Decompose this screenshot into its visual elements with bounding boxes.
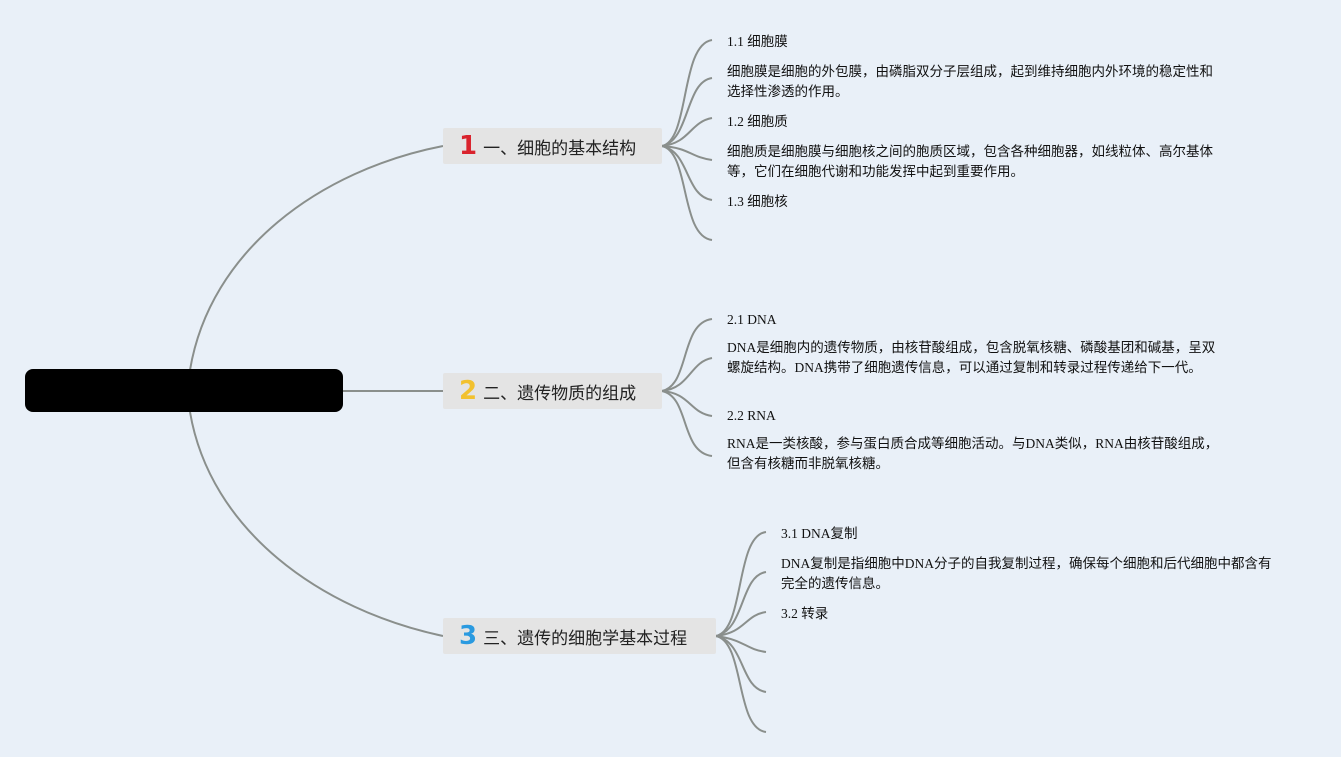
connector-b1-leaf-5 [661, 145, 713, 201]
branch-label-1: 一、细胞的基本结构 [483, 138, 637, 159]
leaf-title-1-1[interactable]: 1.1 细胞膜 [727, 34, 788, 49]
leaf-title-1-2[interactable]: 1.2 细胞质 [727, 114, 788, 129]
branch-node-3[interactable]: 3 三、遗传的细胞学基本过程 [443, 618, 716, 654]
connector-b2-leaf-3 [661, 390, 713, 417]
branch-label-3: 三、遗传的细胞学基本过程 [483, 628, 688, 649]
root-node[interactable] [25, 369, 343, 412]
connector-b3-leaf-1 [715, 531, 767, 637]
connector-root-branch-3 [189, 411, 444, 637]
connector-b1-leaf-2 [661, 77, 713, 147]
connector-b3-leaf-3 [715, 611, 767, 637]
branch-number-1: 1 [459, 131, 478, 161]
leaf-title-3-1[interactable]: 3.1 DNA复制 [781, 526, 858, 541]
leaf-desc-2-1: DNA是细胞内的遗传物质，由核苷酸组成，包含脱氧核糖、磷酸基团和碱基，呈双螺旋结… [727, 340, 1216, 375]
leaf-desc-2-2: RNA是一类核酸，参与蛋白质合成等细胞活动。与DNA类似，RNA由核苷酸组成，但… [727, 436, 1219, 471]
branch-label-2: 二、遗传物质的组成 [483, 383, 637, 404]
leaf-desc-3-1: DNA复制是指细胞中DNA分子的自我复制过程，确保每个细胞和后代细胞中都含有完全… [781, 556, 1272, 591]
branch-number-3: 3 [459, 621, 478, 651]
connector-b1-leaf-6 [661, 145, 713, 241]
connector-b2-leaf-2 [661, 357, 713, 392]
leaf-title-1-3[interactable]: 1.3 细胞核 [727, 194, 788, 209]
connector-b2-leaf-1 [661, 318, 713, 392]
connector-b1-leaf-1 [661, 39, 713, 147]
leaf-desc-1-1: 细胞膜是细胞的外包膜，由磷脂双分子层组成，起到维持细胞内外环境的稳定性和选择性渗… [727, 64, 1213, 99]
connector-root-branch-1 [189, 145, 444, 371]
branch-number-2: 2 [459, 376, 478, 406]
leaf-title-2-1[interactable]: 2.1 DNA [727, 312, 777, 327]
connector-b1-leaf-4 [661, 145, 713, 161]
connector-b3-leaf-2 [715, 571, 767, 637]
branch-node-2[interactable]: 2 二、遗传物质的组成 [443, 373, 662, 409]
connector-b1-leaf-3 [661, 117, 713, 147]
branch-node-1[interactable]: 1 一、细胞的基本结构 [443, 128, 662, 164]
leaf-title-3-2[interactable]: 3.2 转录 [781, 606, 829, 621]
connector-b3-leaf-6 [715, 635, 767, 733]
leaf-desc-1-2: 细胞质是细胞膜与细胞核之间的胞质区域，包含各种细胞器，如线粒体、高尔基体等，它们… [727, 144, 1213, 179]
connector-b2-leaf-4 [661, 390, 713, 457]
leaf-title-2-2[interactable]: 2.2 RNA [727, 408, 776, 423]
